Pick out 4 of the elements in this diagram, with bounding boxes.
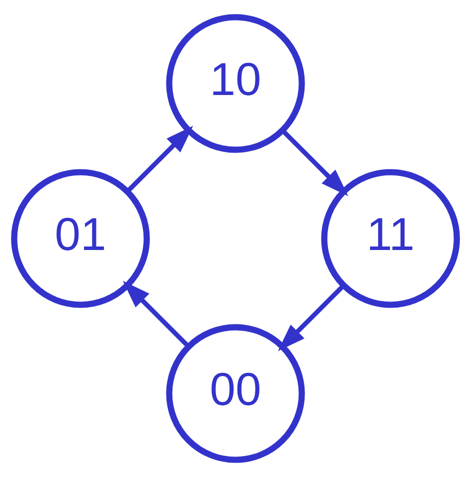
arrow [278,284,346,352]
arrow [280,128,348,196]
arrow [126,126,194,194]
arrow [122,280,190,348]
